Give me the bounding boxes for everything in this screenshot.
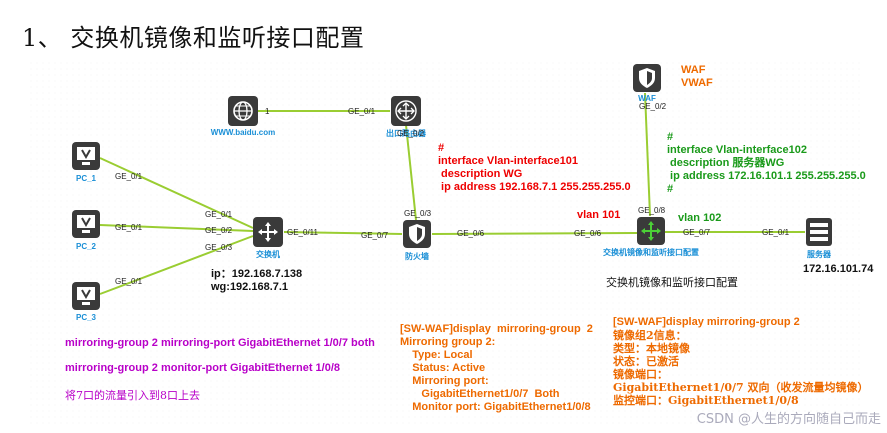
pc3-monitor-icon[interactable] (72, 282, 100, 310)
port-label: GE_0/6 (457, 229, 485, 238)
cn-output-line: GigabitEthernet1/0/7 双向（收发流量均镜像） (613, 381, 869, 394)
mirror-explanation: 将7口的流量引入到8口上去 (65, 389, 200, 402)
port-label: GE_0/2 (397, 129, 425, 138)
l3-switch-icon[interactable] (637, 217, 665, 245)
cn-output-line: 状态：已激活 (613, 355, 679, 368)
switch-icon[interactable] (253, 217, 283, 247)
pc3-label: PC_3 (75, 313, 96, 322)
page-title: 1、 交换机镜像和监听接口配置 (22, 24, 365, 52)
waf-icon[interactable] (633, 64, 661, 92)
link-pc3-switch (99, 235, 254, 295)
link-firewall-msw (431, 232, 638, 235)
link-router-firewall (405, 124, 417, 221)
router-icon[interactable] (391, 96, 421, 126)
switch-label: 交换机 (256, 250, 280, 259)
port-label: GE_0/2 (639, 102, 667, 111)
port-label: 1 (265, 107, 270, 116)
firewall-label: 防火墙 (405, 252, 429, 261)
link-waf-msw (644, 92, 651, 217)
firewall-config-note: # interface Vlan-interface101 descriptio… (438, 142, 631, 193)
mirror-switch-label: 交换机镜像和监听接口配置 (603, 248, 699, 257)
display-output-en: [SW-WAF]display mirroring-group 2 Mirror… (400, 323, 593, 413)
link-pc1-switch (99, 157, 254, 229)
exit-router-label: 出口路由器 (386, 129, 426, 138)
cn-output-line: 监控端口：GigabitEthernet1/0/8 (613, 394, 799, 407)
link-switch-firewall (283, 231, 403, 235)
mirror-command-line: mirroring-group 2 mirroring-port Gigabit… (65, 337, 375, 349)
port-label: GE_0/6 (574, 229, 602, 238)
port-label: GE_0/2 (205, 226, 233, 235)
port-label: GE_0/7 (683, 228, 711, 237)
port-label: GE_0/1 (348, 107, 376, 116)
internet-label: WWW.baidu.com (210, 128, 276, 137)
pc2-label: PC_2 (75, 242, 96, 251)
monitor-command-line: mirroring-group 2 monitor-port GigabitEt… (65, 362, 341, 374)
watermark: CSDN @人生的方向随自己而走 (696, 412, 881, 427)
cn-output-line: [SW-WAF]display mirroring-group 2 (613, 316, 800, 328)
pc1-label: PC_1 (75, 174, 96, 183)
globe-icon[interactable] (228, 96, 258, 126)
port-label: GE_0/3 (205, 243, 233, 252)
port-label: GE_0/1 (115, 277, 143, 286)
server-icon[interactable] (806, 218, 832, 246)
waf-side-note: WAF VWAF (681, 64, 713, 89)
waf-label: WAF (638, 94, 656, 103)
vlan102-note: vlan 102 (678, 212, 722, 224)
server-ip-note: 172.16.101.74 (803, 263, 874, 275)
display-output-cn: [SW-WAF]display mirroring-group 2 镜像组2信息… (613, 316, 869, 407)
cn-output-line: 镜像组2信息： (613, 329, 687, 342)
port-label: GE_0/3 (404, 209, 432, 218)
link-pc2-switch (99, 224, 254, 232)
port-label: GE_0/1 (115, 172, 143, 181)
mirror-switch-config-note: # interface Vlan-interface102 descriptio… (667, 131, 866, 195)
mirror-caption: 交换机镜像和监听接口配置 (606, 276, 738, 289)
port-label: GE_0/1 (762, 228, 790, 237)
cn-output-line: 镜像端口： (613, 368, 668, 381)
diagram-background (30, 62, 860, 427)
port-label: GE_0/8 (638, 206, 666, 215)
firewall-icon[interactable] (403, 220, 431, 248)
port-label: GE_0/1 (115, 223, 143, 232)
vlan101-note: vlan 101 (577, 209, 621, 221)
pc1-monitor-icon[interactable] (72, 142, 100, 170)
port-label: GE_0/1 (205, 210, 233, 219)
pc2-monitor-icon[interactable] (72, 210, 100, 238)
port-label: GE_0/11 (287, 228, 318, 237)
server-label: 服务器 (807, 250, 831, 259)
cn-output-line: 类型：本地镜像 (613, 342, 690, 355)
switch-ip-note: ip：192.168.7.138 wg:192.168.7.1 (211, 268, 303, 293)
port-label: GE_0/7 (361, 231, 389, 240)
